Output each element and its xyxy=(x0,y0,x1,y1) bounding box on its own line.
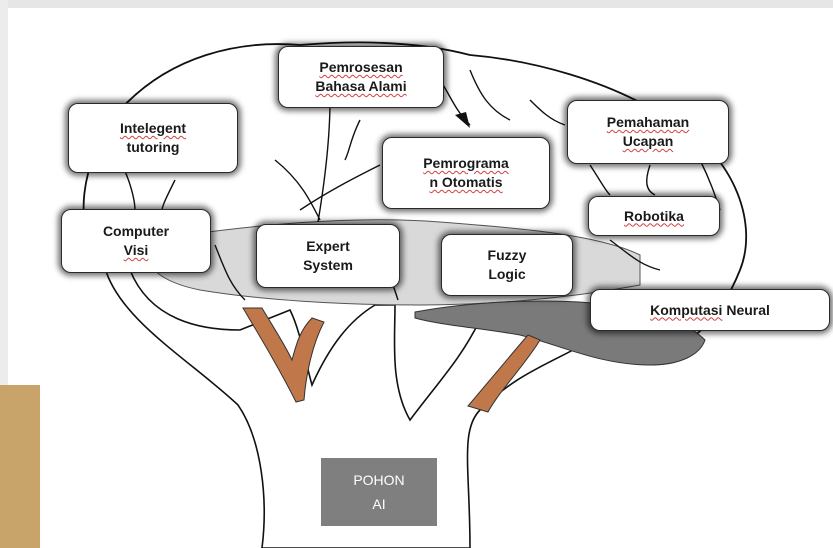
box-computer-visi: Computer Visi xyxy=(61,209,211,273)
root-line-2: AI xyxy=(372,496,386,512)
branch-lines xyxy=(119,69,721,301)
box-line-1: Fuzzy xyxy=(487,247,527,263)
box-line-1: Computer xyxy=(102,223,170,239)
box-line-1: Intelegent xyxy=(119,120,187,136)
dark-notch xyxy=(455,112,470,128)
box-line-1: Pemahaman xyxy=(606,114,690,130)
bottom-left-frame xyxy=(40,385,200,548)
box-line-2: Visi xyxy=(123,242,149,258)
box-line-2: tutoring xyxy=(126,139,180,155)
box-line-1: Expert xyxy=(306,238,350,254)
tree-trunk xyxy=(103,267,603,548)
left-root xyxy=(242,307,325,403)
root-label-box: POHON AI xyxy=(321,458,437,526)
box-robotika: Robotika xyxy=(588,196,720,236)
box-pemahaman-ucapan: Pemahaman Ucapan xyxy=(567,100,729,164)
right-root xyxy=(467,334,541,413)
box-line-1: Pemrograma xyxy=(423,155,509,171)
left-band xyxy=(0,0,8,385)
box-line-2: Logic xyxy=(488,266,526,282)
root-line-1: POHON xyxy=(353,472,405,488)
box-pemrosesan-bahasa-alami: Pemrosesan Bahasa Alami xyxy=(278,46,444,108)
box-intelegent-tutoring: Intelegent tutoring xyxy=(68,103,238,173)
bottom-left-wood xyxy=(0,385,40,548)
box-line-2: n Otomatis xyxy=(429,174,503,190)
box-line-1: Pemrosesan xyxy=(319,59,403,75)
box-line-2: Ucapan xyxy=(622,133,674,149)
box-expert-system: Expert System xyxy=(256,224,400,288)
box-word-1: Komputasi xyxy=(650,301,723,318)
box-line-2: Bahasa Alami xyxy=(315,78,407,94)
box-line-1: Robotika xyxy=(624,207,684,224)
top-band xyxy=(0,0,833,8)
box-line-2: System xyxy=(303,257,353,273)
box-komputasi-neural: Komputasi Neural xyxy=(590,289,830,331)
box-word-2: Neural xyxy=(726,301,770,318)
box-fuzzy-logic: Fuzzy Logic xyxy=(441,234,573,296)
box-pemrograman-otomatis: Pemrograma n Otomatis xyxy=(382,137,550,209)
